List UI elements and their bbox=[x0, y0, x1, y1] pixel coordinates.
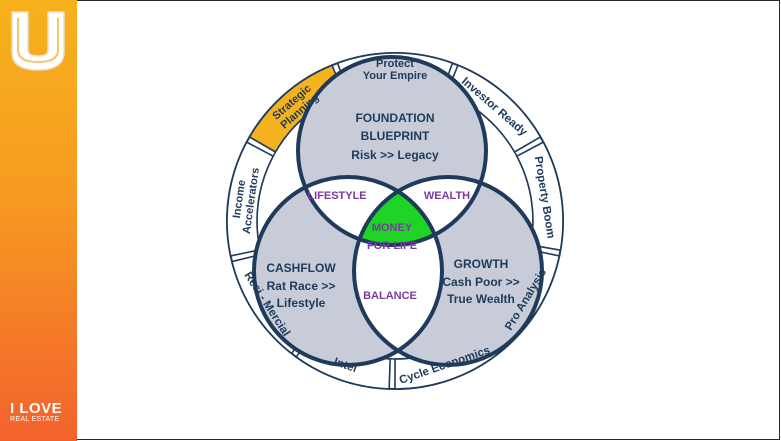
wealth-label: WEALTH bbox=[424, 190, 470, 202]
venn-diagram: FOUNDATION BLUEPRINT Risk >> Legacy CASH… bbox=[226, 52, 564, 390]
center-label-1: MONEY bbox=[372, 222, 413, 234]
cashflow-title: CASHFLOW bbox=[266, 261, 336, 275]
logo-u-icon bbox=[11, 11, 65, 71]
ring-segment-income bbox=[226, 141, 275, 257]
growth-desc: True Wealth bbox=[447, 292, 515, 306]
cashflow-sub: Rat Race >> bbox=[267, 279, 336, 293]
ring-label-income-line: Income bbox=[231, 179, 248, 219]
ring-label-protect-line: Protect bbox=[376, 58, 414, 70]
lifestyle-label: LIFESTYLE bbox=[307, 190, 366, 202]
balance-label: BALANCE bbox=[363, 290, 417, 302]
slide-canvas: FOUNDATION BLUEPRINT Risk >> Legacy CASH… bbox=[77, 0, 780, 440]
brand-name: I LOVE bbox=[10, 400, 63, 417]
cashflow-desc: Lifestyle bbox=[277, 296, 326, 310]
center-label-2: FOR LIFE bbox=[367, 240, 417, 252]
sidebar: I LOVE REAL ESTATE bbox=[0, 0, 77, 441]
foundation-desc: Risk >> Legacy bbox=[351, 148, 439, 162]
brand-sub: REAL ESTATE bbox=[10, 416, 60, 423]
brand-logo: I LOVE REAL ESTATE bbox=[10, 401, 70, 424]
foundation-sub: BLUEPRINT bbox=[361, 129, 430, 143]
ring-label-protect-line: Your Empire bbox=[363, 70, 428, 82]
foundation-title: FOUNDATION bbox=[355, 111, 434, 125]
growth-sub: Cash Poor >> bbox=[442, 275, 519, 289]
center-overlap bbox=[354, 177, 442, 245]
growth-title: GROWTH bbox=[454, 257, 509, 271]
ring-segment-property bbox=[515, 141, 564, 252]
